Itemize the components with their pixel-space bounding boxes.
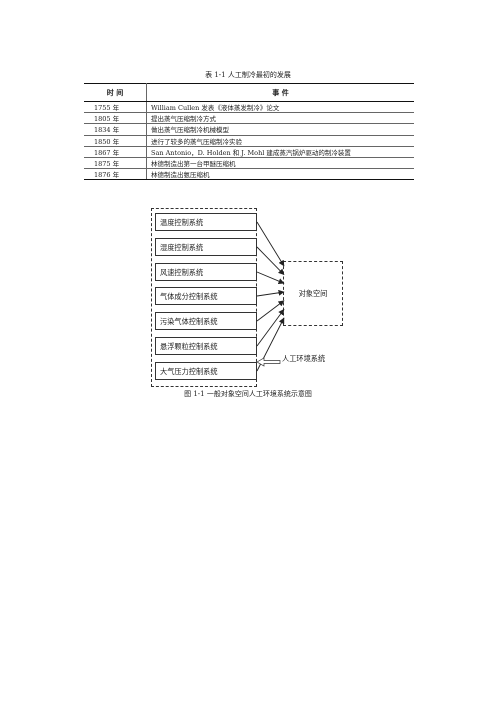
table-row: 1876 年林德制造出氨压缩机: [84, 168, 414, 181]
table-row: 1834 年做出蒸气压缩制冷机械模型: [84, 123, 414, 136]
row-year: 1850 年: [84, 135, 147, 147]
system-box: 湿度控制系统: [155, 238, 257, 256]
system-box: 气体成分控制系统: [155, 287, 257, 305]
figure-caption: 图 1-1 一般对象空间人工环境系统示意图: [184, 390, 312, 398]
system-arrow: [256, 289, 285, 297]
header-time: 时 间: [84, 83, 147, 102]
system-arrow: [256, 221, 285, 267]
system-arrow: [256, 300, 285, 322]
row-year: 1755 年: [84, 101, 147, 114]
table-row: 1875 年林德制造出第一台甲醚压缩机: [84, 157, 414, 170]
row-event: 进行了较多的蒸气压缩制冷实验: [146, 135, 414, 147]
system-box: 温度控制系统: [155, 213, 257, 231]
row-year: 1805 年: [84, 112, 147, 125]
row-event: 提出蒸气压缩制冷方式: [146, 112, 414, 125]
object-space-label: 对象空间: [298, 288, 328, 298]
row-year: 1834 年: [84, 123, 147, 136]
system-box: 悬浮颗粒控制系统: [155, 337, 257, 355]
header-event: 事 件: [146, 83, 414, 102]
table-row: 1850 年进行了较多的蒸气压缩制冷实验: [84, 135, 414, 147]
row-year: 1867 年: [84, 146, 147, 158]
env-system-arrow: [256, 357, 281, 367]
system-arrow: [256, 308, 285, 347]
system-box: 大气压力控制系统: [155, 362, 257, 380]
row-event: 林德制造出氨压缩机: [146, 168, 414, 181]
row-event: William Cullen 发表《液体蒸发制冷》论文: [146, 101, 414, 114]
system-box: 污染气体控制系统: [155, 312, 257, 330]
env-system-label: 人工环境系统: [282, 354, 326, 363]
system-box: 风速控制系统: [155, 263, 257, 281]
table-header-row: 时 间 事 件: [84, 83, 414, 102]
system-arrow: [256, 246, 285, 276]
table-caption: 表 1-1 人工制冷最初的发展: [205, 71, 291, 79]
table-row: 1805 年提出蒸气压缩制冷方式: [84, 112, 414, 125]
row-year: 1875 年: [84, 157, 147, 170]
system-arrow: [256, 271, 285, 284]
row-event: 林德制造出第一台甲醚压缩机: [146, 157, 414, 170]
row-event: San Antonio，D. Holden 和 J. Mohl 建成蒸汽锅炉驱动…: [146, 146, 414, 158]
row-event: 做出蒸气压缩制冷机械模型: [146, 123, 414, 136]
row-year: 1876 年: [84, 168, 147, 181]
